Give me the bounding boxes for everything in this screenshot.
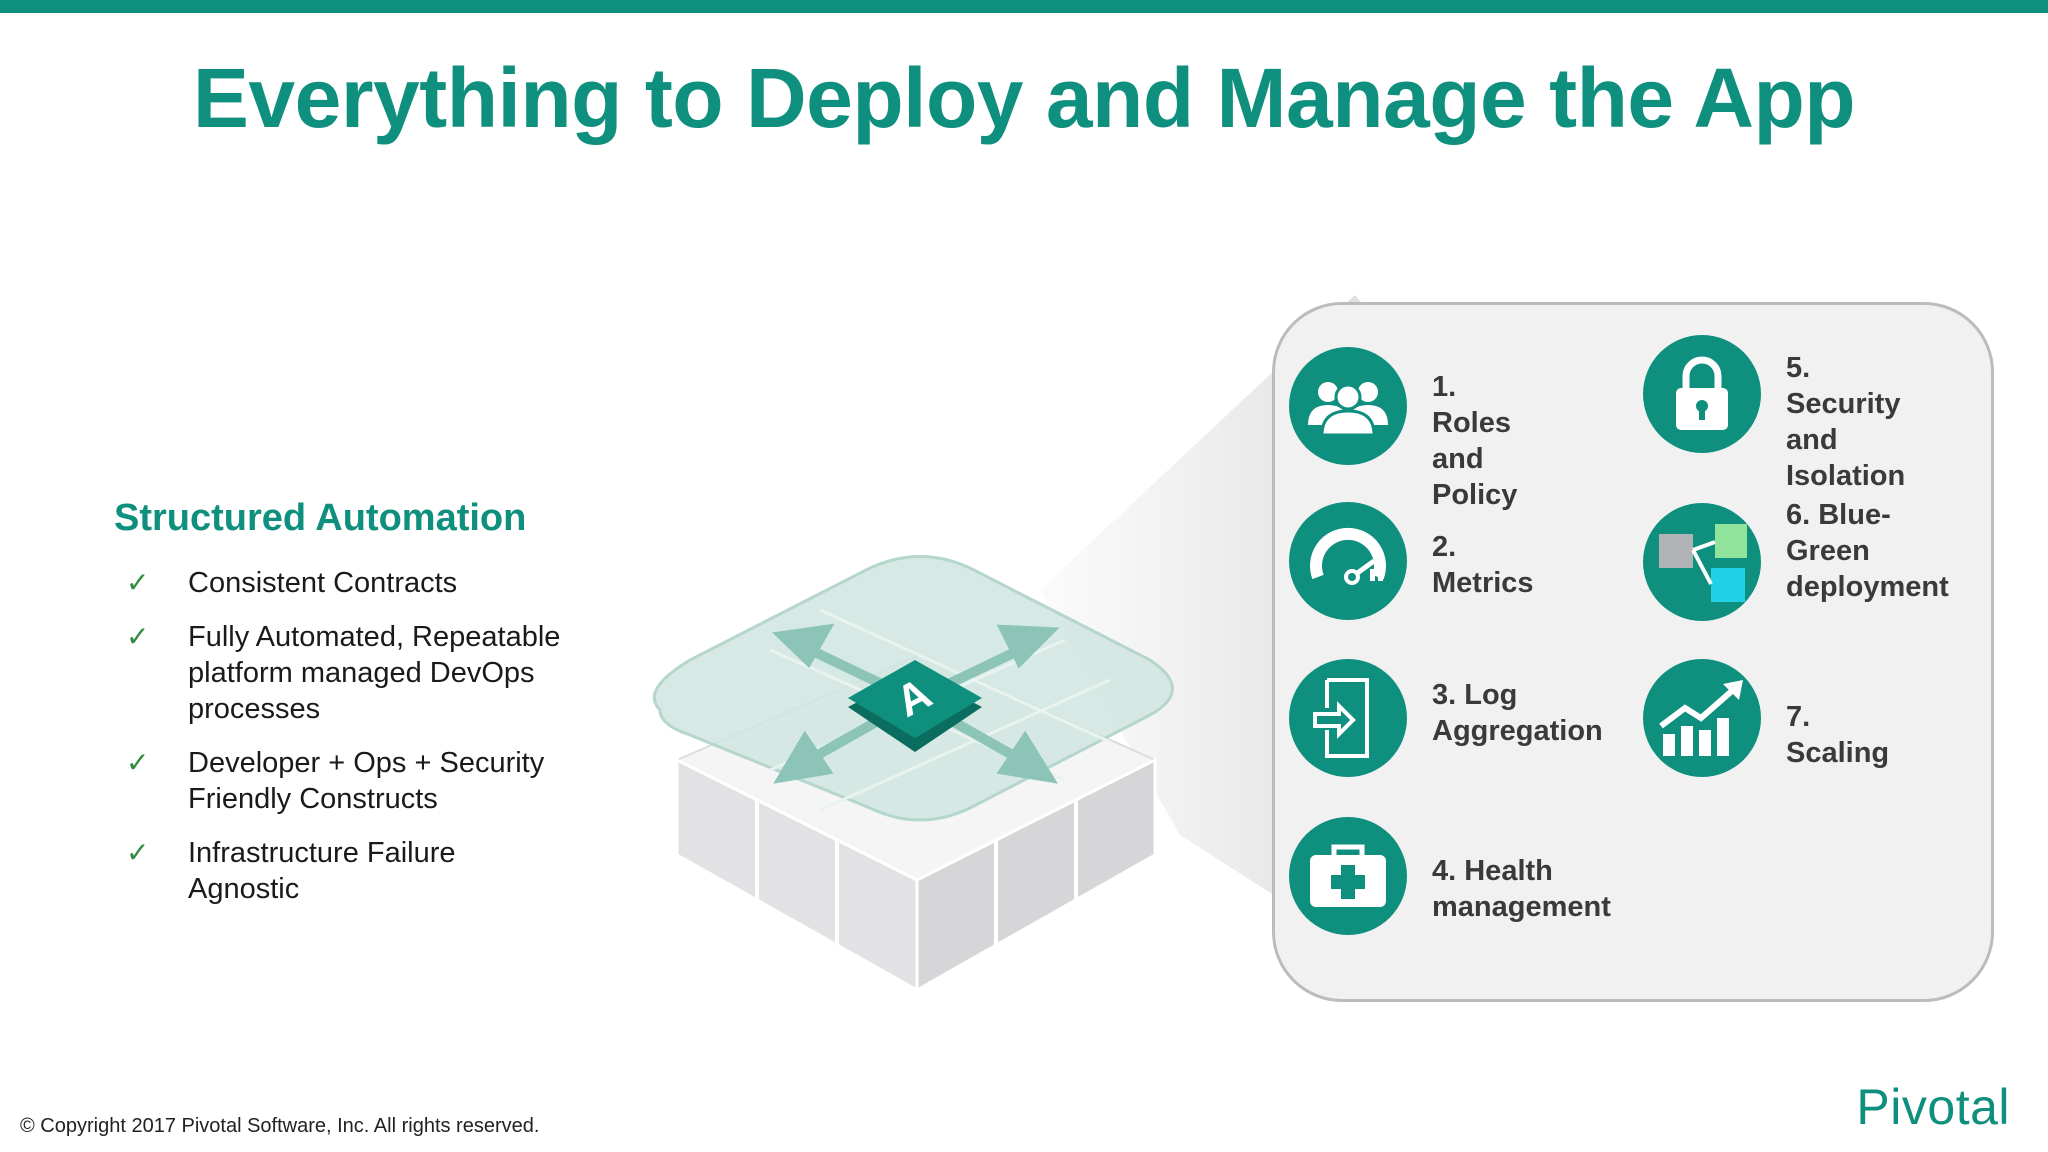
feature-label-line: 7. Scaling: [1786, 701, 1890, 769]
feature-label-line: 4. Health: [1432, 855, 1553, 887]
feature-label: 3. Log Aggregation: [1432, 677, 1603, 749]
lock-icon: [1643, 335, 1761, 453]
bullet-line: Fully Automated, Repeatable: [188, 621, 561, 653]
bullet-item: ✓ Fully Automated, Repeatable platform m…: [126, 619, 646, 727]
bullet-line: platform managed DevOps: [188, 657, 535, 689]
bullet-line: Infrastructure Failure: [188, 837, 456, 869]
feature-label-line: management: [1432, 891, 1611, 923]
bullet-line: processes: [188, 693, 321, 725]
chart-up-icon: [1643, 659, 1761, 777]
bullet-item: ✓ Infrastructure Failure Agnostic: [126, 835, 646, 907]
feature-label: 1. Roles and Policy: [1432, 369, 1517, 513]
top-accent-bar: [0, 0, 2048, 13]
check-icon: ✓: [126, 837, 150, 868]
feature-label: 5. Security and Isolation: [1786, 350, 1905, 494]
bullet-line: Developer + Ops + Security: [188, 747, 545, 779]
bullet-list: ✓ Consistent Contracts ✓ Fully Automated…: [126, 565, 646, 925]
bullet-line: Consistent Contracts: [188, 567, 458, 599]
first-aid-icon: [1289, 817, 1407, 935]
direction-arrows: [772, 623, 1060, 784]
feature-label-line: 3. Log: [1432, 679, 1518, 711]
feature-label-line: 5. Security: [1786, 352, 1901, 420]
platform-illustration: A: [652, 295, 1375, 993]
feature-label-line: 1. Roles and: [1432, 371, 1511, 475]
feature-label: 7. Scaling: [1786, 699, 1889, 771]
check-icon: ✓: [126, 747, 150, 778]
feature-label-line: Aggregation: [1432, 715, 1603, 747]
bullet-item: ✓ Developer + Ops + Security Friendly Co…: [126, 745, 646, 817]
feature-label-line: Green: [1786, 535, 1870, 567]
gauge-icon: [1289, 502, 1407, 620]
feature-label-line: 6. Blue-: [1786, 499, 1891, 531]
copyright-notice: © Copyright 2017 Pivotal Software, Inc. …: [20, 1115, 540, 1137]
feature-label-line: 2. Metrics: [1432, 531, 1534, 599]
features-panel: 1. Roles and Policy 2. Metrics 3.: [1272, 302, 1994, 1002]
app-tile: A: [848, 660, 982, 752]
slide-title: Everything to Deploy and Manage the App: [192, 51, 1856, 145]
pivotal-logo: Pivotal: [1856, 1079, 2010, 1135]
users-icon: [1289, 347, 1407, 465]
feature-label-line: deployment: [1786, 571, 1949, 603]
check-icon: ✓: [126, 621, 150, 652]
section-heading: Structured Automation: [114, 497, 527, 539]
check-icon: ✓: [126, 567, 150, 598]
log-icon: [1289, 659, 1407, 777]
bullet-line: Friendly Constructs: [188, 783, 438, 815]
feature-label: 2. Metrics: [1432, 529, 1534, 601]
feature-label: 4. Health management: [1432, 853, 1611, 925]
bullet-line: Agnostic: [188, 873, 300, 905]
feature-label: 6. Blue- Green deployment: [1786, 497, 1949, 605]
feature-label-line: Policy: [1432, 479, 1518, 511]
bullet-item: ✓ Consistent Contracts: [126, 565, 646, 601]
blue-green-icon: [1643, 503, 1761, 621]
feature-label-line: Isolation: [1786, 460, 1906, 492]
feature-label-line: and: [1786, 424, 1838, 456]
